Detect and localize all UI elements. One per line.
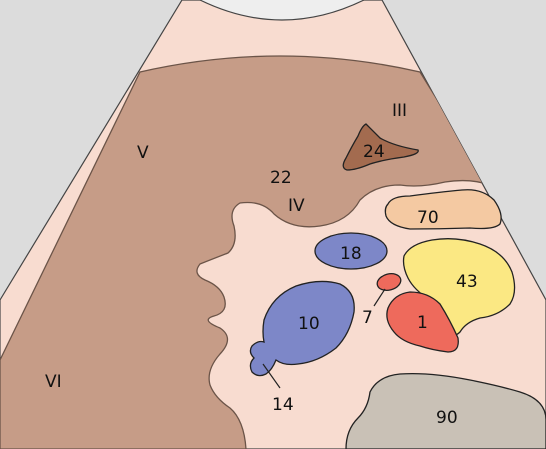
- structure-70: [384, 189, 502, 230]
- label-22: 22: [270, 168, 292, 188]
- label-segment-v: V: [137, 143, 149, 163]
- label-segment-vi: VI: [45, 372, 62, 392]
- label-18: 18: [340, 244, 362, 264]
- leader-line-7: [373, 288, 386, 307]
- transducer-arc: [199, 0, 365, 21]
- structure-10: [249, 280, 355, 377]
- label-90: 90: [436, 408, 458, 428]
- structure-18: [314, 232, 388, 270]
- label-10: 10: [298, 314, 320, 334]
- label-segment-iv: IV: [288, 196, 305, 216]
- label-segment-iii: III: [392, 101, 407, 121]
- label-14: 14: [272, 395, 294, 415]
- label-70: 70: [417, 208, 439, 228]
- structure-90: [345, 372, 546, 449]
- structure-1: [386, 291, 459, 353]
- label-24: 24: [363, 142, 385, 162]
- structure-24: [342, 123, 419, 171]
- label-43: 43: [456, 272, 478, 292]
- structure-7: [376, 273, 402, 291]
- label-1: 1: [417, 313, 428, 333]
- leader-line-14: [262, 363, 281, 389]
- label-7: 7: [362, 308, 373, 328]
